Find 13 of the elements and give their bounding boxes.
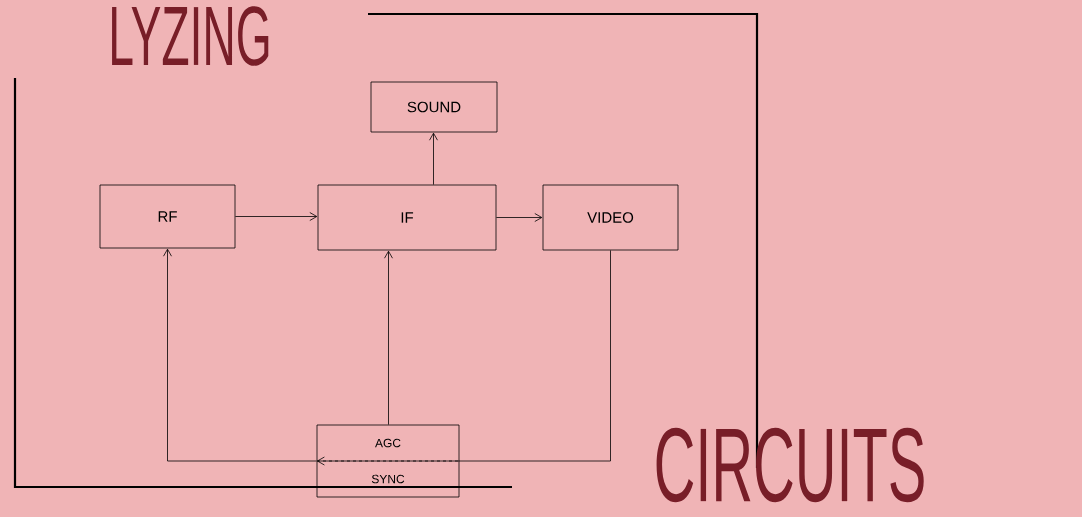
arrow	[317, 250, 611, 466]
block-box: VIDEO	[542, 184, 679, 251]
split-box: AGC SYNC	[316, 424, 460, 498]
arrow	[496, 213, 543, 222]
heading-text: CIRCUITS	[656, 427, 924, 503]
arrow	[429, 132, 438, 185]
arrow	[235, 212, 318, 221]
heading-text: LYZING	[112, 6, 269, 66]
block-box: RF	[99, 184, 236, 249]
block-box: SOUND	[370, 81, 498, 133]
arrow	[384, 250, 393, 425]
block-box: IF	[317, 184, 497, 251]
arrow	[163, 248, 317, 462]
